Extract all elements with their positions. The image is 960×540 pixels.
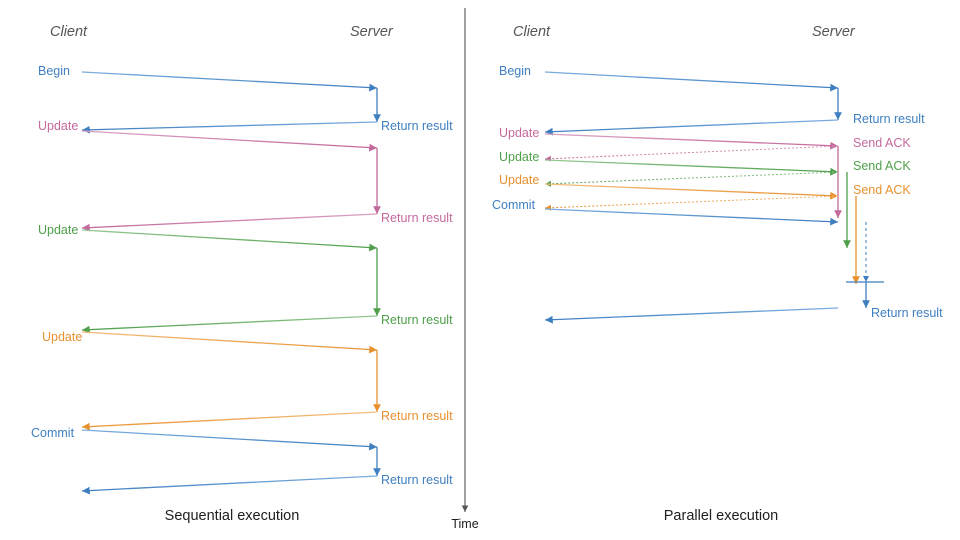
- message-label-par-ret-2: Return result: [871, 306, 943, 320]
- message-arrow-seq-update-3: [81, 331, 378, 354]
- message-label-seq-ret-3: Return result: [381, 313, 453, 327]
- par-server-header: Server: [812, 24, 856, 40]
- message-arrow-seq-begin: [81, 71, 378, 92]
- message-arrow-par-ret-2: [544, 307, 839, 324]
- message-arrow-seq-ret-3: [81, 315, 378, 334]
- message-label-par-commit: Commit: [492, 198, 536, 212]
- message-arrow-seq-update-2: [81, 229, 378, 252]
- message-label-seq-ret-4: Return result: [381, 409, 453, 423]
- message-label-seq-update-3: Update: [42, 330, 82, 344]
- message-label-par-update-1: Update: [499, 126, 539, 140]
- message-arrow-par-commit: [544, 208, 839, 226]
- message-arrow-seq-update-1: [81, 130, 378, 152]
- message-arrow-par-ack-2: [544, 171, 839, 187]
- message-label-par-update-2: Update: [499, 150, 539, 164]
- message-label-seq-ret-1: Return result: [381, 119, 453, 133]
- message-label-seq-update-2: Update: [38, 223, 78, 237]
- message-label-seq-update-1: Update: [38, 119, 78, 133]
- message-label-par-ack-3: Send ACK: [853, 183, 911, 197]
- message-arrow-par-ret-1: [544, 119, 839, 136]
- message-arrow-seq-ret-5: [81, 475, 378, 495]
- message-label-seq-ret-2: Return result: [381, 211, 453, 225]
- message-arrow-seq-ret-1: [81, 121, 378, 134]
- par-caption: Parallel execution: [664, 508, 778, 524]
- seq-server-header: Server: [350, 24, 394, 40]
- seq-client-header: Client: [50, 24, 88, 40]
- message-arrow-par-ack-1: [544, 145, 839, 162]
- message-label-par-update-3: Update: [499, 173, 539, 187]
- message-arrow-par-update-1: [544, 133, 839, 150]
- message-arrow-par-begin: [544, 71, 839, 92]
- message-arrow-par-ack-3: [544, 195, 839, 211]
- message-arrow-seq-ret-2: [81, 213, 378, 232]
- lane-headers: Client Server Client Server: [50, 24, 856, 40]
- message-label-par-ack-1: Send ACK: [853, 136, 911, 150]
- message-label-par-ack-2: Send ACK: [853, 159, 911, 173]
- message-arrow-seq-commit: [81, 429, 378, 451]
- seq-caption: Sequential execution: [165, 508, 300, 524]
- message-arrow-par-update-3: [544, 183, 839, 200]
- message-arrow-par-update-2: [544, 159, 839, 176]
- par-client-header: Client: [513, 24, 551, 40]
- message-label-seq-commit: Commit: [31, 426, 75, 440]
- message-label-seq-begin: Begin: [38, 64, 70, 78]
- time-axis-label: Time: [451, 517, 478, 531]
- message-label-par-ret-1: Return result: [853, 112, 925, 126]
- time-axis: Time: [451, 8, 479, 531]
- message-arrow-seq-ret-4: [81, 411, 378, 431]
- message-label-par-begin: Begin: [499, 64, 531, 78]
- panel-captions: Sequential execution Parallel execution: [165, 508, 779, 524]
- message-label-seq-ret-5: Return result: [381, 473, 453, 487]
